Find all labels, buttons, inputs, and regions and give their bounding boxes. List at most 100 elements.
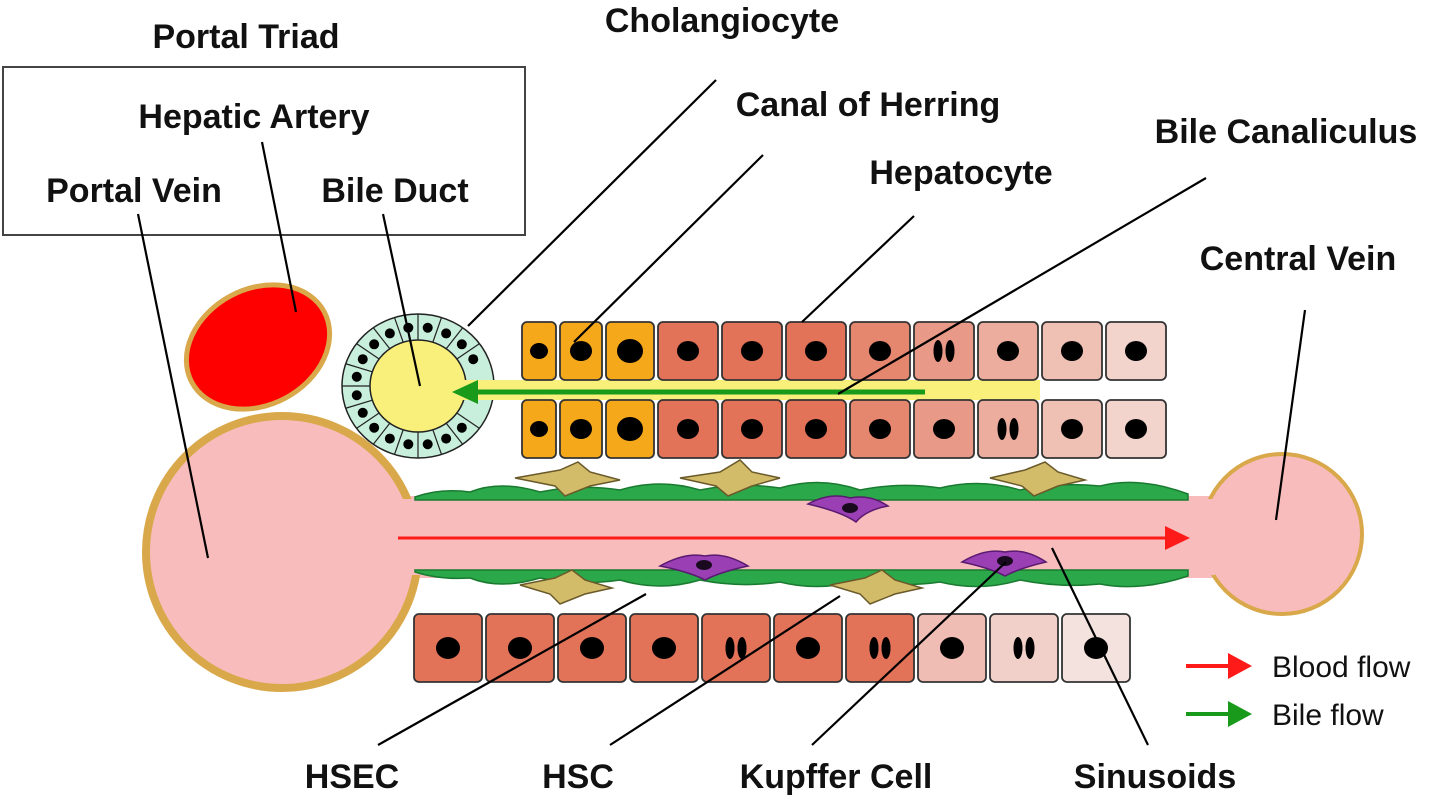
cholangiocyte-nucleus: [384, 433, 395, 444]
cholangiocyte-nucleus: [456, 422, 467, 433]
portal-triad-box: [2, 66, 526, 236]
hsc-cell: [514, 461, 621, 497]
cholangiocyte-border: [456, 343, 480, 360]
hepatocyte-plates: [413, 321, 1167, 683]
leader-bile-canaliculus: [837, 177, 1207, 395]
leader-kupffer-cell: [811, 561, 1007, 746]
hsc-cell: [829, 569, 925, 605]
cholangiocyte-nucleus: [403, 439, 414, 450]
cell-nucleus: [869, 341, 891, 361]
legend-blood-arrowhead: [1228, 653, 1252, 679]
label-hepatic-artery: Hepatic Artery: [138, 98, 369, 136]
cell-nucleus: [805, 419, 827, 439]
cholangiocyte-border: [393, 317, 404, 343]
cell-nucleus: [530, 421, 548, 437]
cholangiocyte-border: [393, 429, 404, 455]
cholangiocyte-border: [356, 343, 380, 360]
cholangiocyte-nucleus: [357, 354, 368, 365]
cholangiocyte-nucleus: [441, 433, 452, 444]
leader-central-vein: [1274, 309, 1307, 521]
leader-hepatic-artery: [260, 141, 298, 313]
kupffer-nuclei: [696, 503, 1013, 570]
legend-blood-flow-label: Blood flow: [1272, 651, 1411, 684]
label-portal-triad: Portal Triad: [152, 18, 339, 56]
cell-nucleus: [652, 637, 676, 659]
cell-nucleus: [869, 637, 879, 659]
cholangiocyte-nucleus: [422, 322, 433, 333]
sinusoid-blood-flow-arrow: [398, 526, 1190, 550]
label-canal-of-herring: Canal of Herring: [736, 86, 1000, 124]
cell-nucleus: [508, 637, 532, 659]
cell-nucleus: [741, 341, 763, 361]
legend: Blood flow Bile flow: [1186, 651, 1411, 732]
label-sinusoids: Sinusoids: [1074, 758, 1236, 796]
cell-nucleus: [1125, 341, 1147, 361]
cell-nucleus: [933, 419, 955, 439]
leader-portal-vein: [136, 213, 210, 559]
label-bile-duct: Bile Duct: [321, 172, 468, 210]
cell-nucleus: [805, 341, 827, 361]
hsc-cells: [514, 459, 1088, 605]
label-hsc: HSC: [542, 758, 614, 796]
cholangiocyte-nucleus: [384, 328, 395, 339]
cholangiocyte-nucleus: [351, 390, 362, 401]
leader-hepatocyte: [801, 215, 915, 323]
cholangiocyte-nucleus: [357, 407, 368, 418]
blood-arrow-head: [1165, 526, 1190, 550]
cholangiocyte-nucleus: [351, 371, 362, 382]
legend-bile-arrowhead: [1228, 701, 1252, 727]
cell-nucleus: [617, 339, 643, 363]
hepatocyte: [977, 399, 1039, 459]
leader-canal-of-herring: [573, 154, 764, 343]
cholangiocyte-border: [345, 363, 373, 373]
cell-nucleus: [940, 637, 964, 659]
cell-nucleus: [677, 419, 699, 439]
cholangiocyte-nucleus: [422, 439, 433, 450]
bile-flow-arrow: [452, 380, 925, 404]
leader-sinusoids: [1051, 547, 1149, 746]
cell-nucleus: [580, 637, 604, 659]
cell-nucleus: [796, 637, 820, 659]
hepatocyte: [989, 613, 1059, 683]
label-kupffer-cell: Kupffer Cell: [740, 758, 933, 796]
hsec-upper: [414, 481, 1189, 501]
kupffer-nucleus: [696, 560, 712, 570]
cholangiocyte-border: [372, 422, 391, 445]
hepatic-artery: [183, 282, 333, 412]
cholangiocyte-border: [432, 317, 443, 343]
cell-nucleus: [617, 417, 643, 441]
cholangiocyte-nucleus: [441, 328, 452, 339]
hepatocyte: [913, 321, 975, 381]
cell-nucleus: [1061, 341, 1083, 361]
cell-nucleus: [1061, 419, 1083, 439]
cell-nucleus: [1125, 419, 1147, 439]
hepatocyte: [701, 613, 771, 683]
cell-nucleus: [1084, 637, 1108, 659]
cholangiocyte-border: [432, 429, 443, 455]
cell-nucleus: [997, 418, 1007, 440]
hsc-cell: [519, 569, 615, 605]
label-cholangiocyte: Cholangiocyte: [605, 2, 839, 40]
label-portal-vein: Portal Vein: [46, 172, 222, 210]
cholangiocyte-nucleus: [369, 339, 380, 350]
cholangiocyte-border: [345, 399, 373, 409]
sinusoid-vessel: [142, 412, 1364, 692]
leader-cholangiocyte: [467, 79, 717, 327]
cholangiocyte-border: [356, 412, 380, 429]
hepatocyte: [845, 613, 915, 683]
cell-nucleus: [570, 341, 592, 361]
hsec-layer: [414, 481, 1189, 588]
cell-nucleus: [1013, 637, 1023, 659]
cholangiocyte-border: [372, 327, 391, 350]
leader-bile-duct: [381, 213, 422, 387]
cholangiocyte-border: [445, 422, 464, 445]
label-hsec: HSEC: [305, 758, 399, 796]
bile-arrow-head: [452, 380, 478, 404]
cholangiocyte-nucleus: [468, 354, 479, 365]
label-bile-canaliculus: Bile Canaliculus: [1155, 113, 1418, 151]
label-central-vein: Central Vein: [1200, 240, 1397, 278]
cell-nucleus: [881, 637, 891, 659]
cell-nucleus: [869, 419, 891, 439]
leader-hsc: [609, 595, 841, 746]
